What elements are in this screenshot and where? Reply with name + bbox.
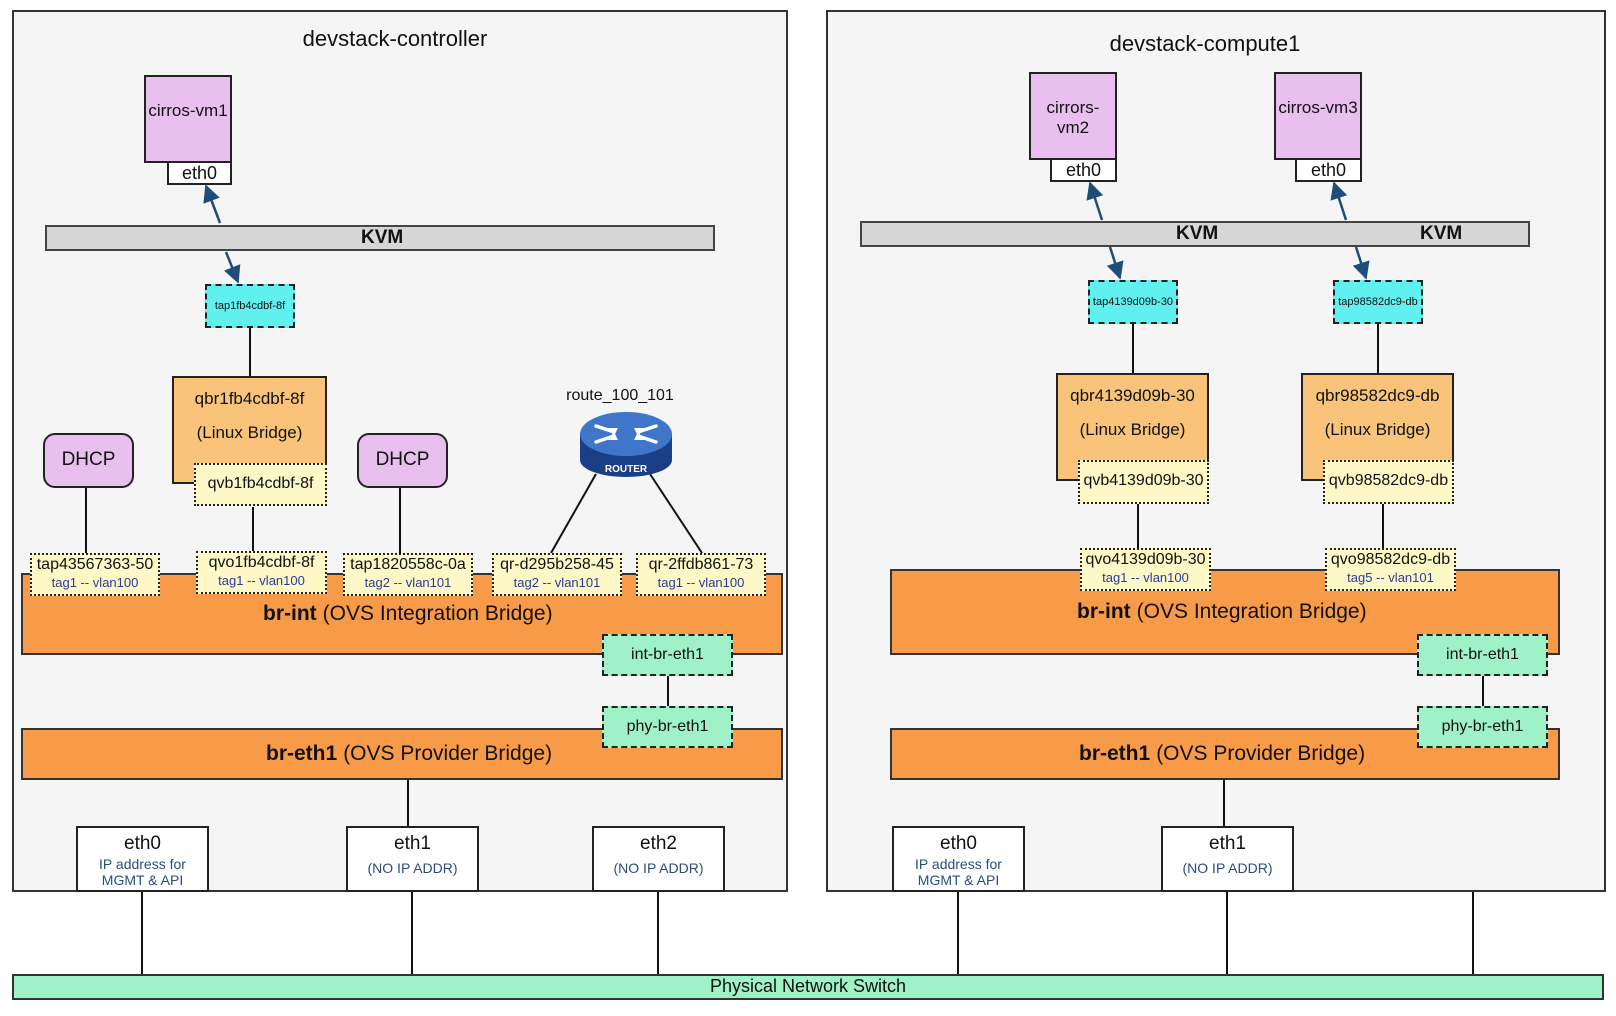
qbr-name: qbr4139d09b-30 xyxy=(1070,386,1195,405)
port-tap1820558c[interactable]: tap1820558c-0a tag2 -- vlan101 xyxy=(343,553,473,596)
kvm-label-1: KVM xyxy=(1176,223,1219,244)
router-icon-graphic: ROUTER xyxy=(580,412,672,477)
kvm-label: KVM xyxy=(361,227,404,248)
port-tag: tag2 -- vlan101 xyxy=(513,575,601,590)
port-name: tap43567363-50 xyxy=(36,556,154,573)
tap-device-compute-1[interactable]: tap4139d09b-30 xyxy=(1088,280,1178,324)
int-br-eth1-patch-compute[interactable]: int-br-eth1 xyxy=(1417,634,1548,676)
port-qvo4139d09b[interactable]: qvo4139d09b-30 tag1 -- vlan100 xyxy=(1080,548,1211,591)
router-label: route_100_101 xyxy=(566,387,674,404)
tap-device-controller[interactable]: tap1fb4cdbf-8f xyxy=(205,284,295,328)
port-qvo98582dc9[interactable]: qvo98582dc9-db tag5 -- vlan101 xyxy=(1325,548,1456,591)
nic-desc: IP address for MGMT & API xyxy=(915,856,1002,888)
nic-name: eth1 xyxy=(1209,833,1246,854)
port-name: qvo4139d09b-30 xyxy=(1085,551,1206,568)
port-name: tap1820558c-0a xyxy=(350,556,466,573)
port-tap43567363[interactable]: tap43567363-50 tag1 -- vlan100 xyxy=(30,553,160,596)
nic-name: eth0 xyxy=(940,833,977,854)
port-tag: tag1 -- vlan100 xyxy=(1102,570,1189,585)
vm1-eth0-interface[interactable]: eth0 xyxy=(167,161,232,185)
port-qvo1fb4cdbf[interactable]: qvo1fb4cdbf-8f tag1 -- vlan100 xyxy=(196,551,327,594)
int-br-eth1-patch-controller[interactable]: int-br-eth1 xyxy=(602,634,733,676)
nic-eth2-controller[interactable]: eth2 (NO IP ADDR) xyxy=(592,826,725,892)
port-tag: tag5 -- vlan101 xyxy=(1347,570,1434,585)
kvm-controller: KVM xyxy=(45,225,715,251)
port-qr-d295b258[interactable]: qr-d295b258-45 tag2 -- vlan101 xyxy=(492,553,622,596)
nic-desc: (NO IP ADDR) xyxy=(367,860,458,876)
br-int-desc: (OVS Integration Bridge) xyxy=(322,602,553,625)
kvm-compute: KVM KVM xyxy=(860,221,1530,247)
port-name: qr-2ffdb861-73 xyxy=(648,556,754,573)
port-tag: tag2 -- vlan101 xyxy=(364,575,452,590)
qbr-name: qbr1fb4cdbf-8f xyxy=(194,389,305,408)
vm-name: cirrors-vm2 xyxy=(1046,98,1100,137)
link-lines xyxy=(85,324,1484,974)
router-icon-text: ROUTER xyxy=(605,464,648,475)
port-tag: tag1 -- vlan100 xyxy=(51,575,139,590)
br-int-label: br-int (OVS Integration Bridge) xyxy=(263,575,553,653)
vm-kvm-arrows xyxy=(203,181,1370,284)
phy-br-eth1-patch-compute[interactable]: phy-br-eth1 xyxy=(1417,706,1548,748)
kvm-label-2: KVM xyxy=(1420,223,1463,244)
nic-eth1-controller[interactable]: eth1 (NO IP ADDR) xyxy=(346,826,479,892)
dhcp-agent-2[interactable]: DHCP xyxy=(357,433,448,488)
br-eth1-desc: (OVS Provider Bridge) xyxy=(343,742,553,765)
tap-device-compute-2[interactable]: tap98582dc9-db xyxy=(1333,280,1423,324)
br-eth1-label: br-eth1 (OVS Provider Bridge) xyxy=(1079,730,1365,778)
port-name: qvo1fb4cdbf-8f xyxy=(208,554,315,571)
nic-eth1-compute[interactable]: eth1 (NO IP ADDR) xyxy=(1161,826,1294,892)
vm2-eth0-interface[interactable]: eth0 xyxy=(1050,158,1117,182)
port-qr-2ffdb861[interactable]: qr-2ffdb861-73 tag1 -- vlan100 xyxy=(636,553,766,596)
nic-desc: (NO IP ADDR) xyxy=(1182,860,1273,876)
nic-eth0-controller[interactable]: eth0 IP address for MGMT & API xyxy=(76,826,209,892)
br-eth1-desc: (OVS Provider Bridge) xyxy=(1156,742,1366,765)
qvb-port-compute-1[interactable]: qvb4139d09b-30 xyxy=(1078,460,1209,504)
vm3-eth0-interface[interactable]: eth0 xyxy=(1295,158,1362,182)
port-name: qr-d295b258-45 xyxy=(500,556,614,573)
br-int-label: br-int (OVS Integration Bridge) xyxy=(1077,571,1367,653)
vm-name: cirros-vm3 xyxy=(1278,98,1358,117)
router-icon[interactable]: ROUTER xyxy=(578,408,674,480)
br-eth1-label: br-eth1 (OVS Provider Bridge) xyxy=(266,730,552,778)
port-name: qvo98582dc9-db xyxy=(1330,551,1451,568)
nic-desc: IP address for MGMT & API xyxy=(99,856,186,888)
qbr-desc: (Linux Bridge) xyxy=(1324,420,1431,439)
vm-cirros-vm3[interactable]: cirros-vm3 xyxy=(1274,72,1362,160)
vm-name: cirros-vm1 xyxy=(148,101,228,120)
port-tag: tag1 -- vlan100 xyxy=(657,575,745,590)
nic-name: eth0 xyxy=(124,833,161,854)
qbr-name: qbr98582dc9-db xyxy=(1315,386,1440,405)
br-int-name: br-int xyxy=(263,602,317,625)
qbr-desc: (Linux Bridge) xyxy=(196,423,303,442)
nic-desc: (NO IP ADDR) xyxy=(613,860,704,876)
br-int-desc: (OVS Integration Bridge) xyxy=(1136,600,1367,623)
nic-name: eth2 xyxy=(640,833,677,854)
physical-network-switch[interactable]: Physical Network Switch xyxy=(12,974,1604,1000)
qvb-port-controller[interactable]: qvb1fb4cdbf-8f xyxy=(194,463,327,506)
controller-title: devstack-controller xyxy=(302,26,488,51)
br-eth1-name: br-eth1 xyxy=(266,742,338,765)
qbr-desc: (Linux Bridge) xyxy=(1079,420,1186,439)
compute-title: devstack-compute1 xyxy=(1109,31,1301,56)
br-eth1-name: br-eth1 xyxy=(1079,742,1151,765)
vm-cirrors-vm2[interactable]: cirrors-vm2 xyxy=(1029,72,1117,160)
dhcp-agent-1[interactable]: DHCP xyxy=(43,433,134,488)
br-int-compute[interactable]: br-int (OVS Integration Bridge) xyxy=(890,569,1560,655)
phy-br-eth1-patch-controller[interactable]: phy-br-eth1 xyxy=(602,706,733,748)
nic-name: eth1 xyxy=(394,833,431,854)
br-int-name: br-int xyxy=(1077,600,1131,623)
qvb-port-compute-2[interactable]: qvb98582dc9-db xyxy=(1323,460,1454,504)
nic-eth0-compute[interactable]: eth0 IP address for MGMT & API xyxy=(892,826,1025,892)
vm-cirros-vm1[interactable]: cirros-vm1 xyxy=(144,75,232,163)
port-tag: tag1 -- vlan100 xyxy=(218,573,305,588)
